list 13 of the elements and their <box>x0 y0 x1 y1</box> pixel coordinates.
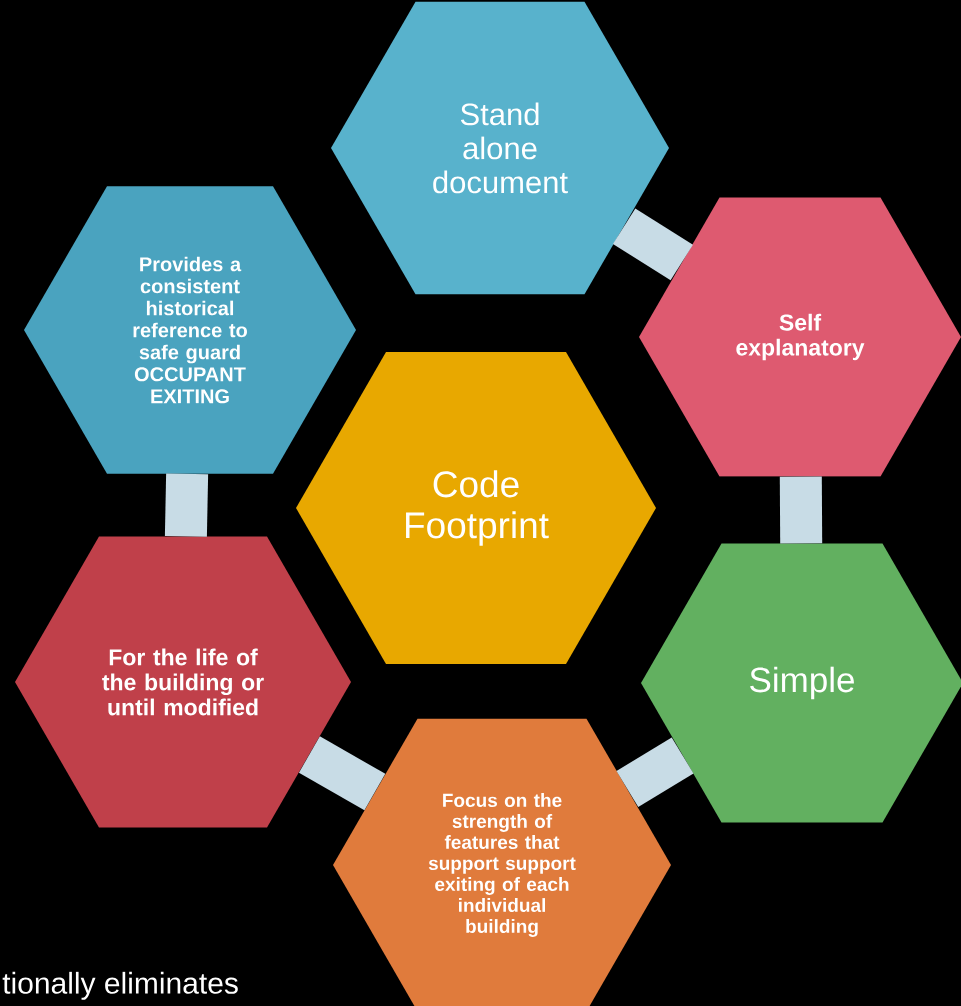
connector <box>299 736 386 811</box>
hexagon: Self explanatory <box>639 197 961 477</box>
hexagon: Provides a consistent historical reference to safe guard OCCUPANT EXITING <box>24 186 356 474</box>
connector <box>779 476 823 544</box>
caption-text: tionally eliminates <box>2 971 238 1000</box>
hexagon: Focus on the strength of features that support support exiting of each individual building <box>333 718 671 1006</box>
connector <box>616 737 694 807</box>
connector <box>612 208 693 281</box>
hexagon: Code Footprint <box>296 352 656 664</box>
hexagon: Stand alone document <box>331 1 669 295</box>
connector <box>164 473 209 537</box>
hexagon: For the life of the building or until modified <box>15 536 351 828</box>
hexagon: Simple <box>641 543 961 823</box>
